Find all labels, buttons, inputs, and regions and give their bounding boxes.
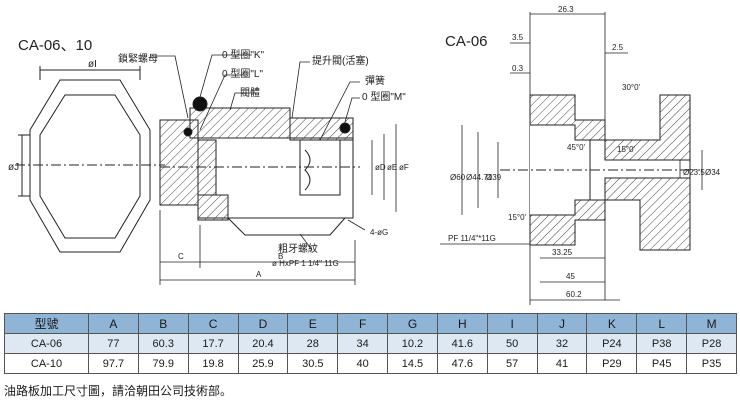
spec-table: 型號 A B C D E F G H I J K L M CA-06 77 60… bbox=[4, 313, 737, 374]
dim-44-71: Ø44.71 bbox=[466, 173, 493, 182]
header-d: D bbox=[237, 313, 289, 334]
dim-i-label: øI bbox=[88, 59, 97, 70]
nut-end-view bbox=[15, 66, 165, 253]
dim-a-label: A bbox=[256, 270, 262, 279]
label-holes: 4-øG bbox=[370, 228, 388, 237]
table-cell: 57 bbox=[486, 353, 538, 374]
dim-23-5: Ø23.5 bbox=[683, 168, 705, 177]
table-cell: 79.9 bbox=[137, 353, 189, 374]
dim-26-3: 26.3 bbox=[558, 5, 574, 14]
label-oring-m: 0 型圈"M" bbox=[362, 90, 406, 103]
table-cell: 50 bbox=[486, 333, 538, 354]
table-cell: P35 bbox=[686, 353, 737, 374]
header-i: I bbox=[486, 313, 538, 334]
header-model: 型號 bbox=[4, 313, 89, 334]
cavity-section bbox=[500, 94, 700, 251]
table-cell: CA-06 bbox=[4, 333, 89, 354]
header-f: F bbox=[337, 313, 389, 334]
header-a: A bbox=[88, 313, 139, 334]
table-cell: P38 bbox=[636, 333, 688, 354]
dim-0-3: 0.3 bbox=[512, 64, 524, 73]
header-c: C bbox=[187, 313, 239, 334]
table-row: CA-10 97.7 79.9 19.8 25.9 30.5 40 14.5 4… bbox=[4, 353, 737, 374]
table-cell: 77 bbox=[88, 333, 139, 354]
header-k: K bbox=[586, 313, 638, 334]
table-cell: 47.6 bbox=[436, 353, 488, 374]
header-j: J bbox=[536, 313, 588, 334]
dim-angle-15a: 15°0' bbox=[617, 145, 636, 154]
header-b: B bbox=[137, 313, 189, 334]
table-cell: 41 bbox=[536, 353, 588, 374]
table-cell: 32 bbox=[536, 333, 588, 354]
table-cell: 20.4 bbox=[237, 333, 289, 354]
table-cell: P28 bbox=[686, 333, 737, 354]
table-cell: P29 bbox=[586, 353, 638, 374]
table-cell: 34 bbox=[337, 333, 389, 354]
dim-45: 45 bbox=[566, 272, 575, 281]
dim-f-label: øF bbox=[399, 163, 409, 172]
label-thread-spec: ø HxPF 1 1/4" 11G bbox=[272, 259, 339, 268]
right-view-title: CA-06 bbox=[445, 33, 488, 50]
dim-angle-15b: 15°0' bbox=[508, 213, 527, 222]
table-cell: 60.3 bbox=[137, 333, 189, 354]
dim-j-label: øJ bbox=[8, 162, 19, 173]
table-cell: 97.7 bbox=[88, 353, 139, 374]
table-header-row: 型號 A B C D E F G H I J K L M bbox=[4, 313, 737, 334]
dim-pf-thread: PF 11/4"*11G bbox=[448, 234, 496, 243]
table-cell: 28 bbox=[287, 333, 339, 354]
dim-33-25: 33.25 bbox=[552, 248, 573, 257]
header-g: G bbox=[387, 313, 438, 334]
header-l: L bbox=[636, 313, 688, 334]
table-cell: 30.5 bbox=[287, 353, 339, 374]
label-oring-l: 0 型圈"L" bbox=[222, 67, 263, 80]
footnote: 油路板加工尺寸圖，請洽朝田公司技術部。 bbox=[4, 384, 233, 398]
table-cell: P45 bbox=[636, 353, 688, 374]
label-coarse-thread: 粗牙螺紋 bbox=[278, 242, 318, 255]
table-cell: CA-10 bbox=[4, 353, 89, 374]
dim-3-5: 3.5 bbox=[512, 33, 524, 42]
dim-d-label: øD bbox=[375, 163, 386, 172]
left-view-title: CA-06、10 bbox=[18, 37, 92, 54]
dim-34: Ø34 bbox=[705, 168, 721, 177]
dim-angle-30: 30°0' bbox=[622, 83, 641, 92]
dim-b-label: B bbox=[278, 252, 283, 261]
header-h: H bbox=[436, 313, 488, 334]
table-cell: P24 bbox=[586, 333, 638, 354]
label-spring: 彈簧 bbox=[365, 74, 385, 87]
table-cell: 14.5 bbox=[387, 353, 438, 374]
table-cell: 40 bbox=[337, 353, 389, 374]
dim-39: Ø39 bbox=[486, 173, 502, 182]
label-poppet: 提升閥(活塞) bbox=[312, 54, 369, 67]
table-cell: 10.2 bbox=[387, 333, 438, 354]
dim-angle-45: 45°0' bbox=[567, 143, 586, 152]
dim-2-5: 2.5 bbox=[612, 43, 624, 52]
table-row: CA-06 77 60.3 17.7 20.4 28 34 10.2 41.6 … bbox=[4, 333, 737, 354]
header-e: E bbox=[287, 313, 339, 334]
table-cell: 17.7 bbox=[187, 333, 239, 354]
valve-section bbox=[159, 96, 360, 236]
dim-c-label: C bbox=[178, 252, 184, 261]
header-m: M bbox=[686, 313, 737, 334]
table-cell: 41.6 bbox=[436, 333, 488, 354]
dim-e-label: øE bbox=[387, 163, 397, 172]
label-lock-nut: 鎖緊螺母 bbox=[118, 52, 158, 65]
table-cell: 25.9 bbox=[237, 353, 289, 374]
dim-60: Ø60 bbox=[450, 173, 466, 182]
label-oring-k: 0 型圈"K" bbox=[222, 48, 265, 61]
table-cell: 19.8 bbox=[187, 353, 239, 374]
technical-drawing: CA-06、10 øI øJ bbox=[8, 5, 721, 305]
label-valve-body: 閥體 bbox=[240, 87, 260, 99]
dim-60-2: 60.2 bbox=[566, 290, 582, 299]
